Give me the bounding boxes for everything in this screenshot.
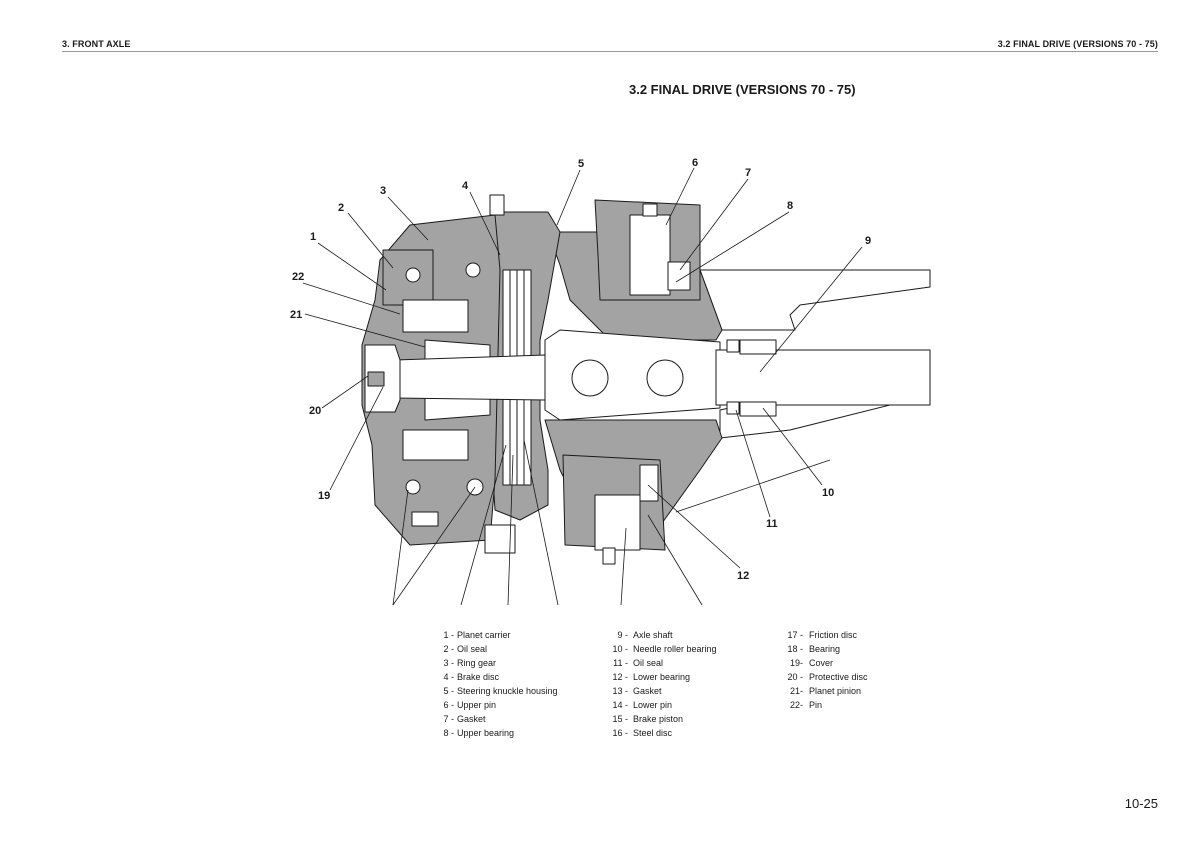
legend-item: 1 -Planet carrier: [443, 630, 511, 640]
legend-column-2: 9 -Axle shaft 10 -Needle roller bearing …: [606, 628, 717, 740]
diagram-drawing: [302, 167, 931, 606]
callout-10: 10: [822, 487, 834, 499]
callout-4: 4: [462, 180, 469, 192]
running-header-title: 3.2 FINAL DRIVE (VERSIONS 70 - 75): [997, 39, 1158, 49]
callout-22: 22: [292, 271, 304, 283]
oil-seal-upper: [726, 339, 740, 353]
legend-item: 20 -Protective disc: [787, 672, 868, 682]
legend-column-3: 17 -Friction disc 18 -Bearing 19-Cover 2…: [784, 628, 868, 712]
callout-2: 2: [338, 202, 344, 214]
legend-item: 16 -Steel disc: [612, 728, 673, 738]
page-number: 10-25: [1124, 796, 1158, 811]
legend-item: 10 -Needle roller bearing: [612, 644, 717, 654]
legend-item: 2 -Oil seal: [443, 644, 488, 654]
legend-item: 7 -Gasket: [443, 714, 486, 724]
bearing-ball-2: [465, 262, 481, 278]
oil-seal-lower: [726, 401, 740, 415]
axle-shaft-body: [544, 329, 721, 421]
spider-joint-left: [571, 359, 609, 397]
callout-5: 5: [578, 158, 584, 170]
upper-pin: [629, 214, 671, 296]
running-header-section: 3. FRONT AXLE: [62, 39, 131, 49]
callout-20: 20: [309, 405, 321, 417]
pin-upper: [402, 299, 469, 333]
upper-bolt: [642, 203, 658, 217]
axle-housing-arm: [699, 269, 931, 331]
callout-9: 9: [865, 235, 871, 247]
legend-item: 8 -Upper bearing: [443, 728, 515, 738]
flange-bolt-bottom: [411, 511, 439, 527]
callout-7: 7: [745, 167, 751, 179]
callout-12: 12: [737, 570, 749, 582]
callout-8: 8: [787, 200, 793, 212]
lower-pin: [594, 494, 641, 551]
legend-item: 14 -Lower pin: [612, 700, 673, 710]
leader-lines: [302, 167, 863, 606]
lower-bolt: [602, 547, 616, 565]
callout-1: 1: [310, 231, 316, 243]
protective-disc: [367, 371, 385, 387]
legend-item: 18 -Bearing: [787, 644, 841, 654]
callout-6: 6: [692, 157, 698, 169]
callout-3: 3: [380, 185, 386, 197]
legend-item: 17 -Friction disc: [787, 630, 858, 640]
callout-21: 21: [290, 309, 302, 321]
legend-item: 3 -Ring gear: [443, 658, 497, 668]
legend-item: 9 -Axle shaft: [617, 630, 673, 640]
legend-item: 6 -Upper pin: [443, 700, 497, 710]
legend-item: 13 -Gasket: [612, 686, 662, 696]
legend-item: 5 -Steering knuckle housing: [443, 686, 558, 696]
callout-labels: 1 2 3 4 5 6 7 8 9 10 11 12 19 20 21 22: [290, 157, 871, 582]
callout-19: 19: [318, 490, 330, 502]
spider-joint-right: [646, 359, 684, 397]
needle-roller-bearing-lower: [739, 401, 777, 417]
callout-11: 11: [766, 518, 778, 530]
header-divider: [62, 51, 1158, 52]
sun-shaft: [394, 354, 546, 401]
legend-item: 12 -Lower bearing: [612, 672, 691, 682]
legend-item: 4 -Brake disc: [443, 672, 500, 682]
needle-roller-bearing-upper: [739, 339, 777, 355]
upper-bearing: [667, 261, 691, 291]
lower-bearing: [639, 464, 659, 502]
axle-shaft-right: [715, 349, 931, 406]
section-title: 3.2 FINAL DRIVE (VERSIONS 70 - 75): [629, 82, 856, 97]
flange-bolt-top: [489, 194, 505, 216]
pin-lower: [402, 429, 469, 461]
bearing-ball-3: [405, 479, 421, 495]
legend-item: 15 -Brake piston: [612, 714, 684, 724]
legend-item: 11 -Oil seal: [613, 658, 664, 668]
legend-item: 21-Planet pinion: [789, 686, 862, 696]
legend-item: 19-Cover: [789, 658, 834, 668]
bearing-ball-1: [405, 267, 421, 283]
legend-item: 22-Pin: [789, 700, 823, 710]
legend-column-1: 1 -Planet carrier 2 -Oil seal 3 -Ring ge…: [432, 628, 558, 740]
